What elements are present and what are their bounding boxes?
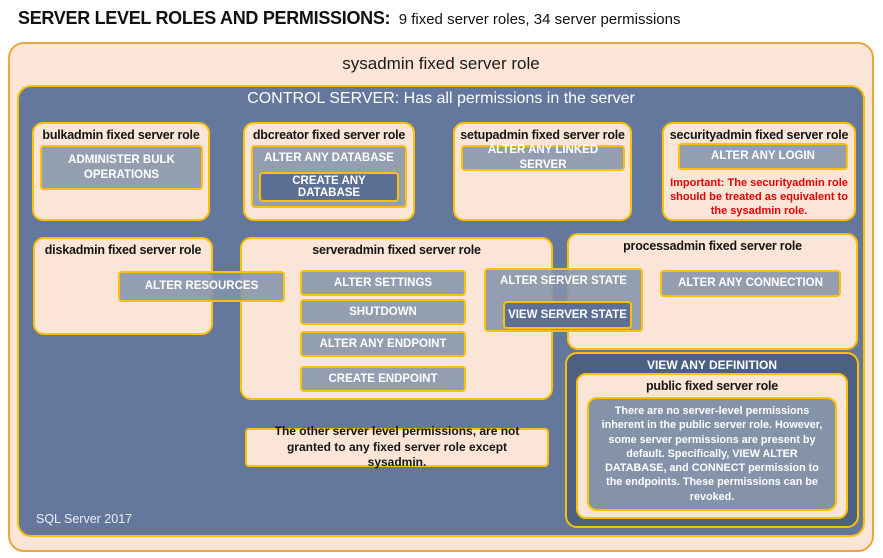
setupadmin-role-box: setupadmin fixed server role bbox=[453, 122, 632, 221]
permission-alter-resources: ALTER RESOURCES bbox=[118, 271, 285, 302]
public-role-title: public fixed server role bbox=[645, 379, 779, 393]
diskadmin-role-title: diskadmin fixed server role bbox=[44, 243, 202, 257]
public-role-description: There are no server-level permissions in… bbox=[587, 397, 837, 511]
control-server-title: CONTROL SERVER: Has all permissions in t… bbox=[247, 90, 635, 107]
permission-alter-settings: ALTER SETTINGS bbox=[300, 270, 466, 296]
other-permissions-note: The other server level permissions, are … bbox=[245, 424, 549, 469]
permission-shutdown: SHUTDOWN bbox=[300, 299, 466, 325]
dbcreator-role-title: dbcreator fixed server role bbox=[252, 128, 406, 142]
permission-alter-any-linked-server: ALTER ANY LINKED SERVER bbox=[461, 144, 625, 171]
permission-alter-any-login: ALTER ANY LOGIN bbox=[678, 143, 848, 170]
securityadmin-role-box: securityadmin fixed server role bbox=[662, 122, 856, 221]
sysadmin-role-title: sysadmin fixed server role bbox=[342, 54, 540, 73]
permission-view-server-state: VIEW SERVER STATE bbox=[503, 301, 632, 329]
processadmin-role-title: processadmin fixed server role bbox=[623, 239, 802, 253]
serveradmin-role-title: serveradmin fixed server role bbox=[312, 243, 481, 257]
permission-create-endpoint: CREATE ENDPOINT bbox=[300, 366, 466, 392]
permission-alter-any-endpoint: ALTER ANY ENDPOINT bbox=[300, 331, 466, 357]
page-title: SERVER LEVEL ROLES AND PERMISSIONS: 9 fi… bbox=[18, 8, 680, 29]
permission-alter-any-connection: ALTER ANY CONNECTION bbox=[660, 270, 841, 297]
securityadmin-role-title: securityadmin fixed server role bbox=[669, 128, 849, 142]
setupadmin-role-title: setupadmin fixed server role bbox=[460, 128, 625, 142]
bulkadmin-role-title: bulkadmin fixed server role bbox=[42, 128, 200, 142]
securityadmin-warning-note: Important: The securityadmin role should… bbox=[670, 177, 848, 217]
permission-administer-bulk-operations: ADMINISTER BULK OPERATIONS bbox=[40, 145, 203, 190]
permission-create-any-database: CREATE ANY DATABASE bbox=[259, 172, 399, 202]
page-title-sub: 9 fixed server roles, 34 server permissi… bbox=[398, 11, 681, 28]
view-any-definition-title: VIEW ANY DEFINITION bbox=[646, 358, 777, 372]
page-title-main: SERVER LEVEL ROLES AND PERMISSIONS: bbox=[18, 8, 391, 28]
sql-server-version-label: SQL Server 2017 bbox=[36, 512, 133, 526]
